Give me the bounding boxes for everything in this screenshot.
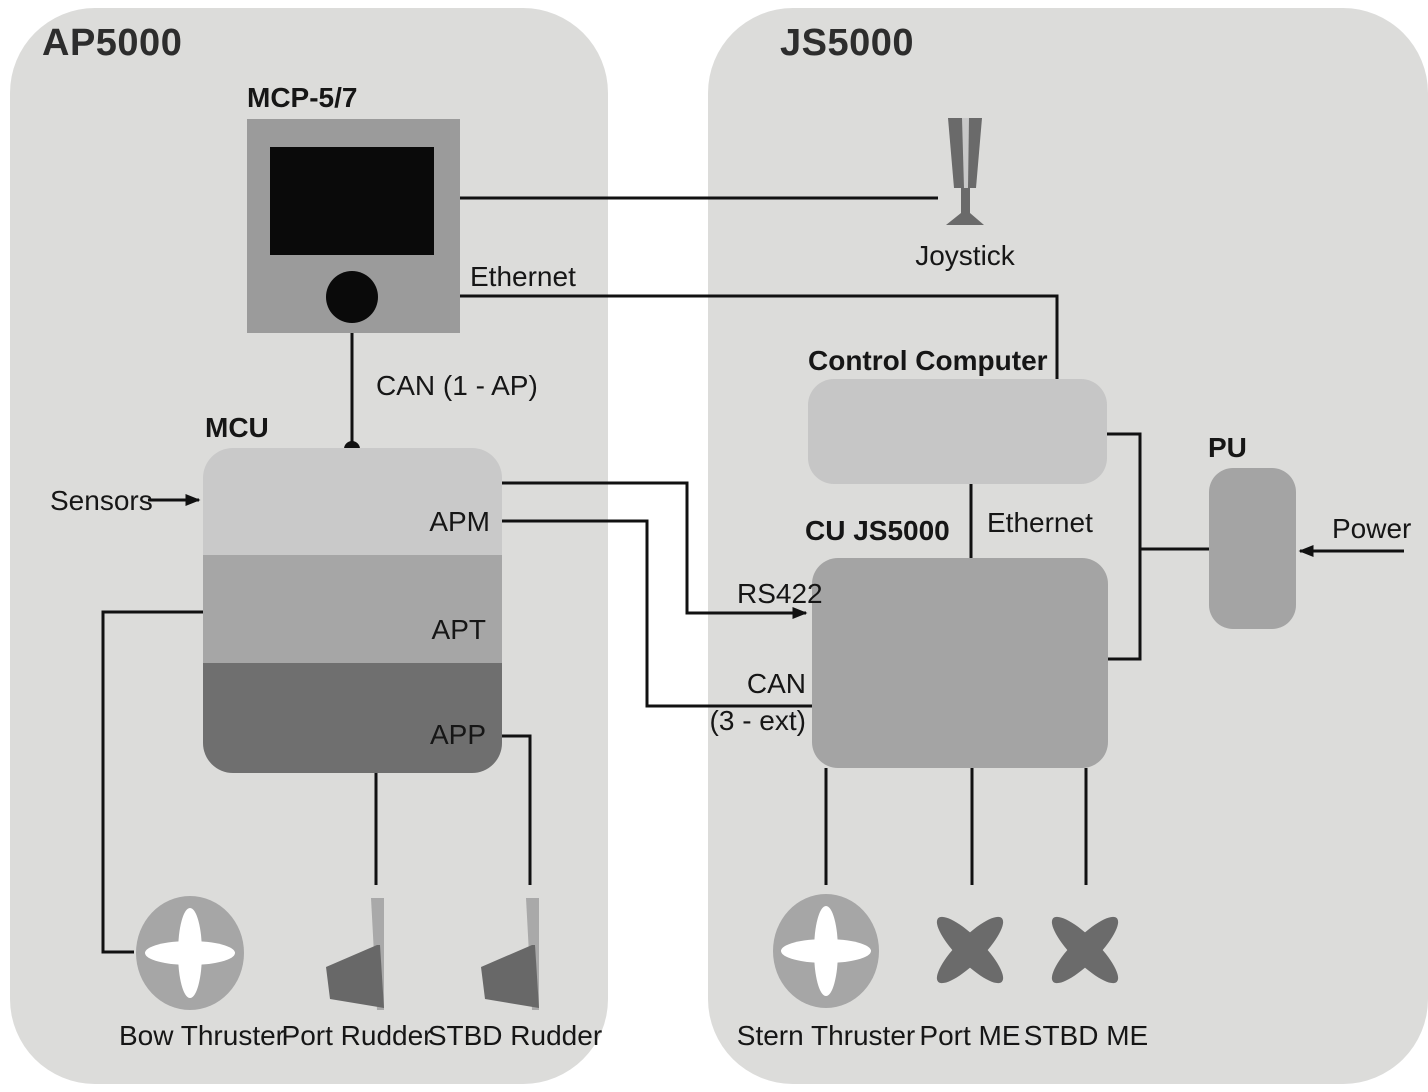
can1-label: CAN (1 - AP) bbox=[376, 370, 538, 401]
mcu-band-apm bbox=[203, 448, 502, 555]
bow-thruster-icon bbox=[136, 896, 244, 1010]
sensors-label: Sensors bbox=[50, 485, 153, 516]
mcu-band-apt bbox=[203, 555, 502, 663]
mcu-band-app bbox=[203, 663, 502, 773]
can3-label-line1: CAN bbox=[746, 668, 806, 699]
stern-thruster-label: Stern Thruster bbox=[736, 1020, 916, 1051]
mcp-label: MCP-5/7 bbox=[247, 82, 358, 113]
stbd-me-propeller-icon bbox=[1051, 916, 1119, 984]
pu-box bbox=[1209, 468, 1296, 629]
stbd-me-label: STBD ME bbox=[1023, 1020, 1149, 1051]
ethernet-label-left: Ethernet bbox=[470, 261, 576, 292]
apt-label: APT bbox=[431, 614, 486, 645]
stern-thruster-icon bbox=[773, 894, 879, 1008]
stbd-rudder-label: STBD Rudder bbox=[427, 1020, 603, 1051]
panel-title-js5000: JS5000 bbox=[780, 22, 915, 64]
rs422-label: RS422 bbox=[737, 578, 823, 609]
ethernet-label-right: Ethernet bbox=[987, 507, 1093, 538]
port-me-propeller-icon bbox=[936, 916, 1004, 984]
pu-label: PU bbox=[1208, 432, 1247, 463]
port-rudder-label: Port Rudder bbox=[281, 1020, 433, 1051]
bow-thruster-label: Bow Thruster bbox=[119, 1020, 285, 1051]
mcu-box bbox=[203, 448, 502, 773]
mcu-label: MCU bbox=[205, 412, 269, 443]
app-label: APP bbox=[429, 719, 486, 750]
cu-js5000-box bbox=[812, 558, 1108, 768]
stbd-rudder-icon bbox=[481, 898, 539, 1010]
joystick-label: Joystick bbox=[915, 240, 1015, 271]
port-me-label: Port ME bbox=[919, 1020, 1021, 1051]
control-computer-box bbox=[808, 379, 1107, 484]
apm-label: APM bbox=[429, 506, 490, 537]
power-label: Power bbox=[1332, 513, 1412, 544]
mcp-knob bbox=[326, 271, 378, 323]
mcp-screen bbox=[270, 147, 434, 255]
control-computer-label: Control Computer bbox=[808, 345, 1048, 376]
panel-title-ap5000: AP5000 bbox=[42, 22, 183, 64]
can3-label-line2: (3 - ext) bbox=[709, 705, 806, 736]
port-rudder-icon bbox=[326, 898, 384, 1010]
cu-js5000-label: CU JS5000 bbox=[805, 515, 950, 546]
joystick-icon bbox=[946, 118, 984, 225]
mcp-panel bbox=[247, 119, 460, 333]
